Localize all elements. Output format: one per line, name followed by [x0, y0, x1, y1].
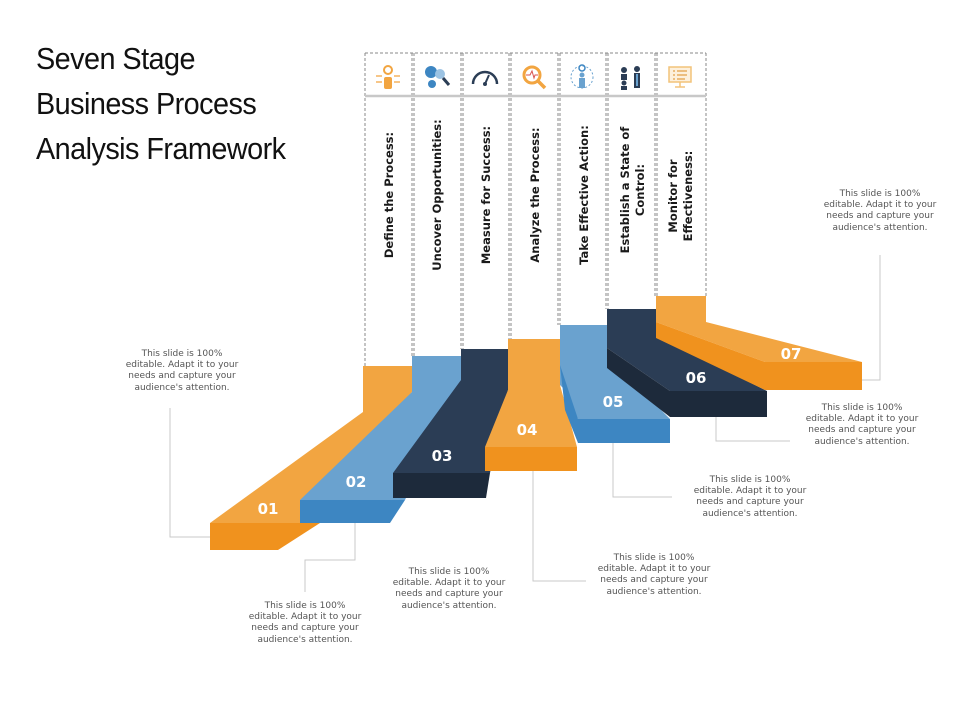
leader-line-06: [715, 417, 790, 442]
title-line: Seven Stage: [36, 41, 196, 76]
slide-title: Seven Stage Business Process Analysis Fr…: [36, 36, 286, 171]
team-people-icon: [621, 66, 640, 90]
title-line: Analysis Framework: [36, 131, 286, 166]
leader-line-04: [532, 471, 586, 582]
monitor-checklist-icon: [668, 66, 692, 88]
person-gear-icon: [570, 64, 594, 89]
stage-number-02: 02: [345, 473, 367, 491]
stage-label-06: Establish a State of Control:: [618, 126, 647, 254]
title-line: Business Process: [36, 86, 257, 121]
callout-05: This slide is 100% editable. Adapt it to…: [693, 475, 807, 519]
callout-04: This slide is 100% editable. Adapt it to…: [597, 553, 711, 597]
leader-line-05: [612, 443, 672, 498]
stage-shape-03: [393, 349, 508, 498]
stage-label-05: Take Effective Action:: [576, 125, 591, 265]
stage-shape-06: [607, 309, 767, 417]
leader-line-07: [862, 255, 881, 381]
stage-number-01: 01: [257, 500, 279, 518]
stage-number-04: 04: [516, 421, 538, 439]
leader-line-02: [304, 523, 356, 592]
stage-label-07: Monitor for Effectiveness:: [666, 150, 695, 242]
stage-shape-07: [656, 296, 862, 390]
speedometer-icon: [471, 70, 499, 86]
callout-02: This slide is 100% editable. Adapt it to…: [248, 601, 362, 645]
callout-01: This slide is 100% editable. Adapt it to…: [125, 349, 239, 393]
leader-line-01: [169, 408, 210, 538]
stage-label-02: Uncover Opportunities:: [429, 119, 444, 271]
callout-06: This slide is 100% editable. Adapt it to…: [805, 403, 919, 447]
leader-lines: [169, 255, 881, 592]
stage-number-07: 07: [780, 345, 802, 363]
hand-gear-circuit-icon: [376, 65, 400, 89]
stage-label-03: Measure for Success:: [478, 125, 493, 265]
stage-shape-04: [485, 339, 577, 471]
stage-label-01: Define the Process:: [381, 131, 396, 259]
stage-number-03: 03: [431, 447, 453, 465]
stage-number-06: 06: [685, 369, 707, 387]
callout-07: This slide is 100% editable. Adapt it to…: [823, 189, 937, 233]
magnifier-pulse-icon: [522, 65, 547, 90]
callout-03: This slide is 100% editable. Adapt it to…: [392, 567, 506, 611]
stage-number-05: 05: [602, 393, 624, 411]
gears-magnifier-icon: [425, 66, 451, 88]
stage-label-04: Analyze the Process:: [527, 127, 542, 263]
